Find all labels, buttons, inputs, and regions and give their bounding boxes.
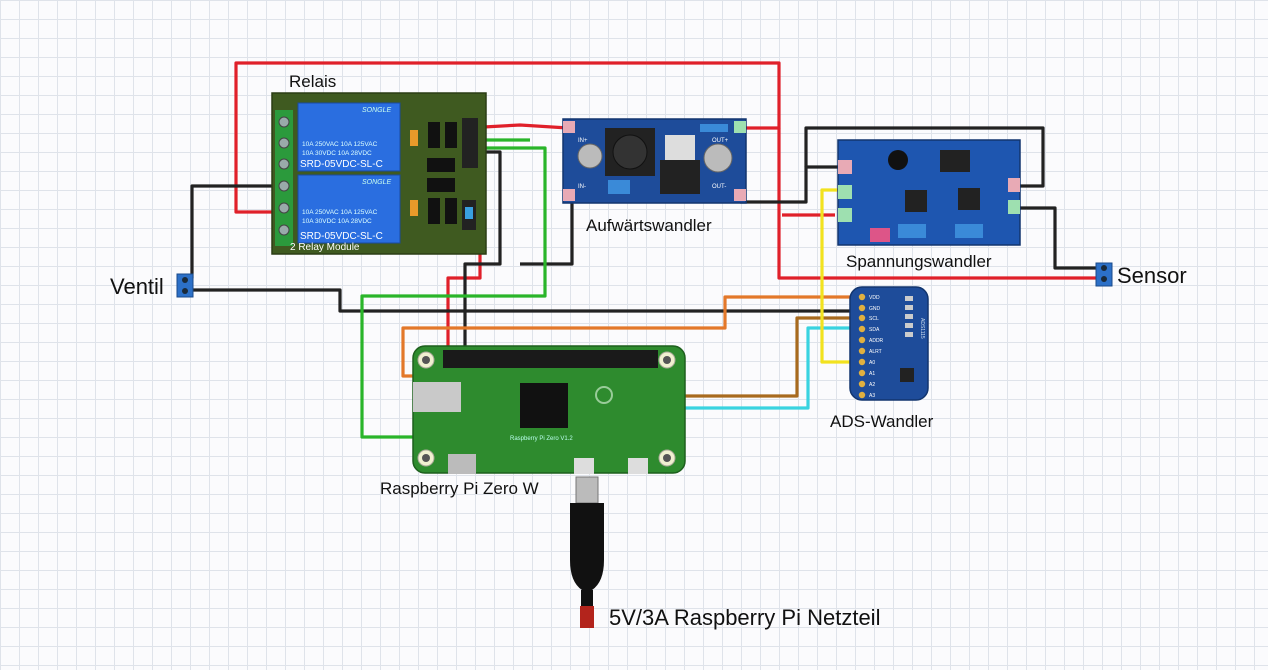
ads-pin-a1: A1	[869, 371, 875, 377]
ads-pin-addr: ADDR	[869, 338, 884, 344]
wire-black-boost-in	[520, 196, 574, 266]
label-sensor: Sensor	[1117, 263, 1187, 288]
relay-brand-2: SONGLE	[362, 179, 392, 186]
wire-black-boost-out	[740, 165, 840, 204]
wire-yellow	[820, 188, 860, 364]
label-ventil: Ventil	[110, 274, 164, 299]
wire-orange	[401, 295, 860, 378]
ads-pin-a3: A3	[869, 393, 875, 399]
relay-model-2: SRD-05VDC-SL-C	[300, 231, 383, 242]
relay-brand-1: SONGLE	[362, 107, 392, 114]
wire-black-span-sensor	[1020, 206, 1097, 270]
wire-green-1	[360, 146, 547, 439]
wire-black-span-top	[804, 126, 1045, 188]
label-relais: Relais	[289, 72, 337, 91]
ads-pin-scl: SCL	[869, 316, 879, 322]
ads-pin-labels: VDD GND SCL SDA ADDR ALRT A0 A1 A2 A3	[869, 295, 884, 399]
label-ads-wandler: ADS-Wandler	[830, 412, 934, 431]
ads-pin-a0: A0	[869, 360, 875, 366]
relay-model-1: SRD-05VDC-SL-C	[300, 159, 383, 170]
relay-rating-2a: 10A 250VAC 10A 125VAC	[302, 209, 378, 216]
usb-power-cable	[570, 476, 604, 628]
relay-rating-1b: 10A 30VDC 10A 28VDC	[302, 150, 372, 157]
wire-red-top	[234, 61, 781, 214]
relay-rating-1a: 10A 250VAC 10A 125VAC	[302, 141, 378, 148]
raspberry-pi-board: Raspberry Pi Zero V1.2	[412, 345, 686, 474]
ads-pins	[858, 293, 866, 399]
ads-pin-a2: A2	[869, 382, 875, 388]
boost-out-plus: OUT+	[712, 138, 729, 144]
wire-red-sensor	[777, 128, 1097, 280]
label-spannungswandler: Spannungswandler	[846, 252, 992, 271]
relay-module: SONGLE 10A 250VAC 10A 125VAC 10A 30VDC 1…	[271, 92, 487, 255]
relay-rating-2b: 10A 30VDC 10A 28VDC	[302, 218, 372, 225]
sensor-terminal	[1095, 262, 1113, 287]
ads-pin-alrt: ALRT	[869, 349, 882, 355]
boost-in-plus: IN+	[578, 138, 588, 144]
ads-chip-text: ADS1115	[919, 318, 925, 339]
gpio-header	[443, 350, 658, 368]
wire-black-relay-gnd	[463, 150, 502, 355]
relay-1	[297, 102, 401, 172]
label-netzteil: 5V/3A Raspberry Pi Netzteil	[609, 605, 881, 630]
ads-pin-vdd: VDD	[869, 295, 880, 301]
boost-converter: IN+ IN- OUT+ OUT-	[562, 118, 747, 204]
boost-in-minus: IN-	[578, 184, 586, 190]
pi-silk: Raspberry Pi Zero V1.2	[510, 436, 573, 442]
relay-footer: 2 Relay Module	[290, 242, 360, 253]
ads-pin-sda: SDA	[869, 327, 880, 333]
ventil-terminal	[176, 273, 194, 298]
boost-out-minus: OUT-	[712, 184, 726, 190]
relay-2	[297, 174, 401, 244]
ads-converter: VDD GND SCL SDA ADDR ALRT A0 A1 A2 A3 AD…	[849, 286, 929, 401]
ads-pin-gnd: GND	[869, 306, 881, 312]
label-raspberry-pi: Raspberry Pi Zero W	[380, 479, 539, 498]
label-aufwaertswandler: Aufwärtswandler	[586, 216, 712, 235]
voltage-converter	[837, 139, 1021, 246]
wire-black-ventil-bottom	[192, 288, 860, 313]
relay-terminals	[275, 110, 293, 246]
